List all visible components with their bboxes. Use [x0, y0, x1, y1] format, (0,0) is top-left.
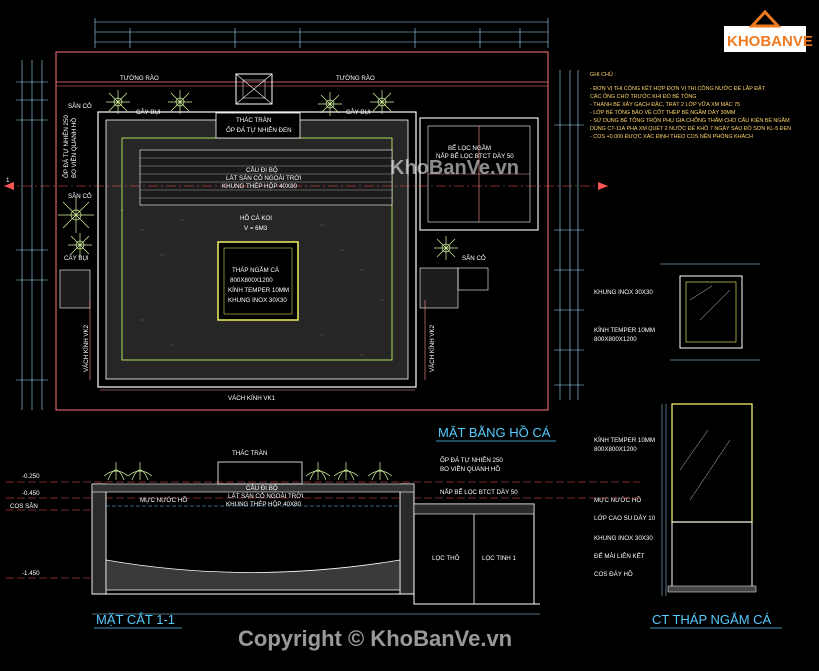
glass-label-left: VÁCH KÍNH VK2 [83, 324, 90, 372]
section-mark: 1 [6, 177, 10, 184]
section-overflow-label: THÁC TRÀN [232, 450, 267, 457]
brand-logo: KHOBANVE [724, 9, 813, 52]
shrub-label-left: CÂY BỤI [136, 109, 161, 116]
level-top: -0.250 [22, 473, 40, 480]
note-item: - ĐƠN VỊ THI CÔNG KẾT HỢP ĐƠN VỊ THI CÔN… [590, 84, 766, 92]
tower-elev-glass-2: 800X800X1200 [594, 446, 637, 453]
bridge-label-3: KHUNG THÉP HỘP 40X80 [222, 183, 298, 190]
tower-glass-label-1: KÍNH TEMPER 10MM [594, 327, 655, 334]
overflow-label-1: THÁC TRÀN [236, 117, 271, 124]
tower-glass-label-2: 800X800X1200 [594, 336, 637, 343]
brand-logo-text: KHOBANVE [727, 33, 813, 50]
tower-elev-glass-1: KÍNH TEMPER 10MM [594, 437, 655, 444]
section-bridge-label-3: KHUNG THÉP HỘP 40X80 [226, 501, 302, 508]
fence-label-right: TƯỜNG RÀO [336, 75, 375, 82]
plan-title: MẶT BẰNG HỒ CÁ [438, 425, 551, 440]
tower-label-1: THÁP NGẮM CÁ [232, 266, 280, 274]
section-water-level: MỰC NƯỚC HỒ [140, 497, 187, 504]
section-bridge-label-2: LÁT SÀN CỎ NGOÀI TRỜI [228, 493, 303, 500]
lawn-label-right: SÂN CỎ [462, 255, 486, 262]
bridge-label-1: CẦU ĐI BỘ [246, 167, 278, 174]
section-title: MẶT CẮT 1-1 [96, 612, 175, 627]
tower-detail-elevation [661, 403, 757, 596]
lawn-label-left-top: SÂN CỎ [68, 103, 92, 110]
section-stone-label-2: BO VIỀN QUANH HỒ [440, 466, 500, 473]
filter-label-1: BỂ LỌC NGẦM [448, 145, 491, 152]
bridge-label-2: LÁT SÀN CỎ NGOÀI TRỜI [226, 175, 301, 182]
fine-filter-label: LỌC TINH 1 [482, 555, 516, 562]
left-dimension-lines [16, 60, 48, 410]
level-bottom: -1.450 [22, 570, 40, 577]
section-stone-label-1: ỐP ĐÁ TỰ NHIÊN 250 [440, 456, 503, 464]
fence-label-left: TƯỜNG RÀO [120, 75, 159, 82]
glass-label-right: VÁCH KÍNH VK2 [429, 324, 436, 372]
section-bridge-label-1: CẦU ĐI BỘ [246, 485, 278, 492]
note-item: DÙNG CT-11A PHA XM QUÉT 2 NƯỚC ĐỂ KHÔ 7 … [590, 125, 791, 132]
notes-heading: GHI CHÚ : [590, 71, 616, 78]
right-dimension-lines [554, 70, 584, 400]
tower-label-3: KÍNH TEMPER 10MM [228, 287, 289, 294]
shrub-label-right: CÂY BỤI [346, 109, 371, 116]
tower-frame-label: KHUNG INOX 30X30 [594, 289, 653, 296]
tower-rubber-label: LỚP CAO SU DÀY 10 [594, 515, 656, 522]
section-filter-cover: NẮP BỂ LỌC BTCT DÀY 50 [440, 488, 518, 496]
section-view [6, 461, 640, 615]
pond-label-1: HỒ CÁ KOI [240, 215, 272, 222]
tower-detail-title: CT THÁP NGẮM CÁ [652, 612, 772, 627]
note-item: CÁC ỐNG CHỜ TRƯỚC KHI ĐỔ BÊ TÔNG [590, 92, 697, 100]
tower-label-2: 800X800X1200 [230, 277, 273, 284]
overflow-label-2: ỐP ĐÁ TỰ NHIÊN ĐEN [226, 126, 292, 134]
tower-water-level: MỰC NƯỚC HỒ [594, 497, 641, 504]
tower-pond-bottom-label: COS ĐÁY HỒ [594, 571, 633, 578]
note-item: - THÀNH BỂ XÂY GẠCH ĐẶC, TRÁT 2 LỚP VỮA … [590, 101, 740, 108]
stone-label-1: ỐP ĐÁ TỰ NHIÊN 250 [62, 115, 70, 178]
level-mid: -0.450 [22, 490, 40, 497]
note-item: - LỚP BÊ TÔNG BẢO VỆ CỐT THÉP BỂ NGẦM DÀ… [590, 108, 736, 116]
note-item: - SỬ DỤNG BÊ TÔNG TRỘN PHỤ GIA CHỐNG THẤ… [590, 116, 790, 124]
glass-label-bottom: VÁCH KÍNH VK1 [228, 395, 276, 402]
tower-detail-plan [660, 263, 760, 361]
filter-label-2: NẮP BỂ LỌC BTCT DÀY 50 [436, 152, 514, 160]
copyright-text: Copyright © KhoBanVe.vn [238, 626, 512, 651]
stone-label-2: BO VIỀN QUANH HỒ [71, 118, 78, 178]
pond-label-2: V = 6M3 [244, 225, 268, 232]
note-item: - COS +0.000 ĐƯỢC XÁC ĐỊNH THEO COS NỀN … [590, 133, 753, 140]
lawn-label-left-bottom: SÂN CỎ [68, 193, 92, 200]
watermark-text: KhoBanVe.vn [390, 157, 519, 179]
top-dimension-lines [94, 18, 549, 48]
shrub-label-lower: CÂY BỤI [64, 255, 89, 262]
level-cos: COS SÂN [10, 503, 38, 510]
tower-frame2-label: KHUNG INOX 30X30 [594, 535, 653, 542]
plan-view [4, 51, 610, 411]
tower-base-label: ĐẾ MÀI LIÊN KẾT [594, 552, 645, 560]
notes-block: GHI CHÚ : - ĐƠN VỊ THI CÔNG KẾT HỢP ĐƠN … [590, 71, 791, 140]
coarse-filter-label: LỌC THÔ [432, 555, 460, 562]
tower-label-4: KHUNG INOX 30X30 [228, 297, 287, 304]
